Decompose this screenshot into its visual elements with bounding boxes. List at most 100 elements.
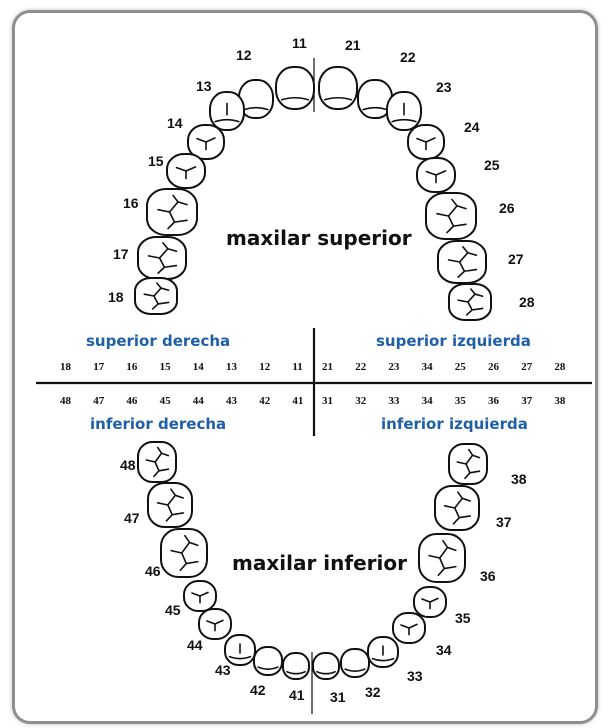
row-number-lower-left-1: 32 xyxy=(355,395,367,407)
row-number-upper-right-5: 13 xyxy=(226,361,238,373)
row-number-lower-right-5: 43 xyxy=(226,395,238,407)
tooth-26 xyxy=(426,193,476,239)
tooth-45 xyxy=(184,581,216,611)
row-number-lower-right-0: 48 xyxy=(60,395,72,407)
row-number-lower-left-2: 33 xyxy=(388,395,400,407)
arch-number-16: 16 xyxy=(123,195,139,211)
arch-number-12: 12 xyxy=(236,47,252,63)
tooth-21 xyxy=(319,67,357,109)
tooth-47 xyxy=(148,483,192,527)
lower-jaw-title: maxilar inferior xyxy=(232,551,407,575)
row-number-upper-right-3: 15 xyxy=(160,361,172,373)
tooth-36 xyxy=(419,534,465,582)
row-number-upper-left-1: 22 xyxy=(355,361,367,373)
arch-number-23: 23 xyxy=(436,79,452,95)
row-number-upper-left-7: 28 xyxy=(554,361,566,373)
arch-number-42: 42 xyxy=(250,682,266,698)
arch-number-15: 15 xyxy=(148,153,164,169)
tooth-42 xyxy=(254,647,282,675)
tooth-41 xyxy=(283,653,309,679)
arch-number-44: 44 xyxy=(187,637,203,653)
tooth-33 xyxy=(368,637,398,667)
arch-number-43: 43 xyxy=(215,662,231,678)
row-number-upper-left-5: 26 xyxy=(488,361,500,373)
row-number-upper-right-2: 16 xyxy=(126,361,137,373)
quadrant-label-lower-right: inferior derecha xyxy=(90,415,226,433)
arch-number-32: 32 xyxy=(365,684,381,700)
row-number-upper-right-4: 14 xyxy=(193,361,205,373)
tooth-34 xyxy=(393,613,425,643)
tooth-32 xyxy=(341,649,369,677)
row-number-lower-right-2: 46 xyxy=(126,395,137,407)
tooth-27 xyxy=(438,241,486,283)
row-number-lower-right-4: 44 xyxy=(193,395,205,407)
arch-number-18: 18 xyxy=(108,289,124,305)
tooth-16 xyxy=(147,189,197,235)
tooth-15 xyxy=(167,154,205,188)
row-number-lower-right-1: 47 xyxy=(93,395,105,407)
row-number-lower-left-4: 35 xyxy=(455,395,467,407)
arch-number-22: 22 xyxy=(400,49,416,65)
tooth-44 xyxy=(199,609,231,639)
row-number-lower-left-0: 31 xyxy=(322,395,333,407)
row-number-upper-left-3: 34 xyxy=(422,361,434,373)
tooth-37 xyxy=(435,486,479,530)
arch-number-36: 36 xyxy=(480,568,496,584)
tooth-23 xyxy=(387,92,421,130)
tooth-48 xyxy=(138,442,176,482)
arch-number-13: 13 xyxy=(196,78,212,94)
quadrant-label-upper-right: superior derecha xyxy=(86,332,230,350)
arch-number-34: 34 xyxy=(436,642,452,658)
tooth-17 xyxy=(138,237,186,279)
arch-number-33: 33 xyxy=(407,668,423,684)
row-number-upper-right-0: 18 xyxy=(60,361,72,373)
arch-number-14: 14 xyxy=(167,115,183,131)
arch-number-21: 21 xyxy=(345,37,361,53)
tooth-35 xyxy=(414,587,446,617)
row-number-lower-right-3: 45 xyxy=(160,395,172,407)
arch-number-27: 27 xyxy=(508,251,524,267)
arch-number-17: 17 xyxy=(113,246,129,262)
row-number-lower-left-6: 37 xyxy=(521,395,533,407)
tooth-38 xyxy=(449,444,487,484)
row-number-upper-right-6: 12 xyxy=(259,361,271,373)
row-number-lower-left-3: 34 xyxy=(422,395,434,407)
arch-number-37: 37 xyxy=(496,514,512,530)
arch-number-46: 46 xyxy=(145,563,161,579)
row-number-upper-left-0: 21 xyxy=(322,361,333,373)
arch-number-26: 26 xyxy=(499,200,515,216)
row-number-lower-left-5: 36 xyxy=(488,395,500,407)
arch-number-35: 35 xyxy=(455,610,471,626)
row-number-lower-right-6: 42 xyxy=(259,395,271,407)
arch-number-48: 48 xyxy=(120,457,136,473)
tooth-28 xyxy=(449,284,491,320)
arch-number-45: 45 xyxy=(165,602,181,618)
tooth-43 xyxy=(225,635,255,665)
upper-jaw-title: maxilar superior xyxy=(226,226,412,250)
row-number-lower-right-7: 41 xyxy=(292,395,303,407)
arch-number-28: 28 xyxy=(519,294,535,310)
quadrant-label-lower-left: inferior izquierda xyxy=(381,415,528,433)
row-number-lower-left-7: 38 xyxy=(554,395,566,407)
arch-number-31: 31 xyxy=(330,689,346,705)
arch-number-38: 38 xyxy=(511,471,527,487)
tooth-25 xyxy=(417,158,455,192)
quadrant-label-upper-left: superior izquierda xyxy=(376,332,531,350)
tooth-24 xyxy=(408,125,444,159)
row-number-upper-left-6: 27 xyxy=(521,361,533,373)
arch-number-25: 25 xyxy=(484,157,500,173)
row-number-upper-left-4: 25 xyxy=(455,361,467,373)
arch-number-41: 41 xyxy=(289,687,305,703)
tooth-46 xyxy=(161,529,207,577)
tooth-11 xyxy=(276,67,314,109)
tooth-13 xyxy=(210,92,244,130)
tooth-18 xyxy=(135,278,177,314)
arch-number-24: 24 xyxy=(464,119,480,135)
arch-number-11: 11 xyxy=(292,35,307,51)
row-number-upper-right-1: 17 xyxy=(93,361,105,373)
row-number-upper-right-7: 11 xyxy=(292,361,302,373)
tooth-31 xyxy=(313,653,339,679)
row-number-upper-left-2: 23 xyxy=(388,361,400,373)
